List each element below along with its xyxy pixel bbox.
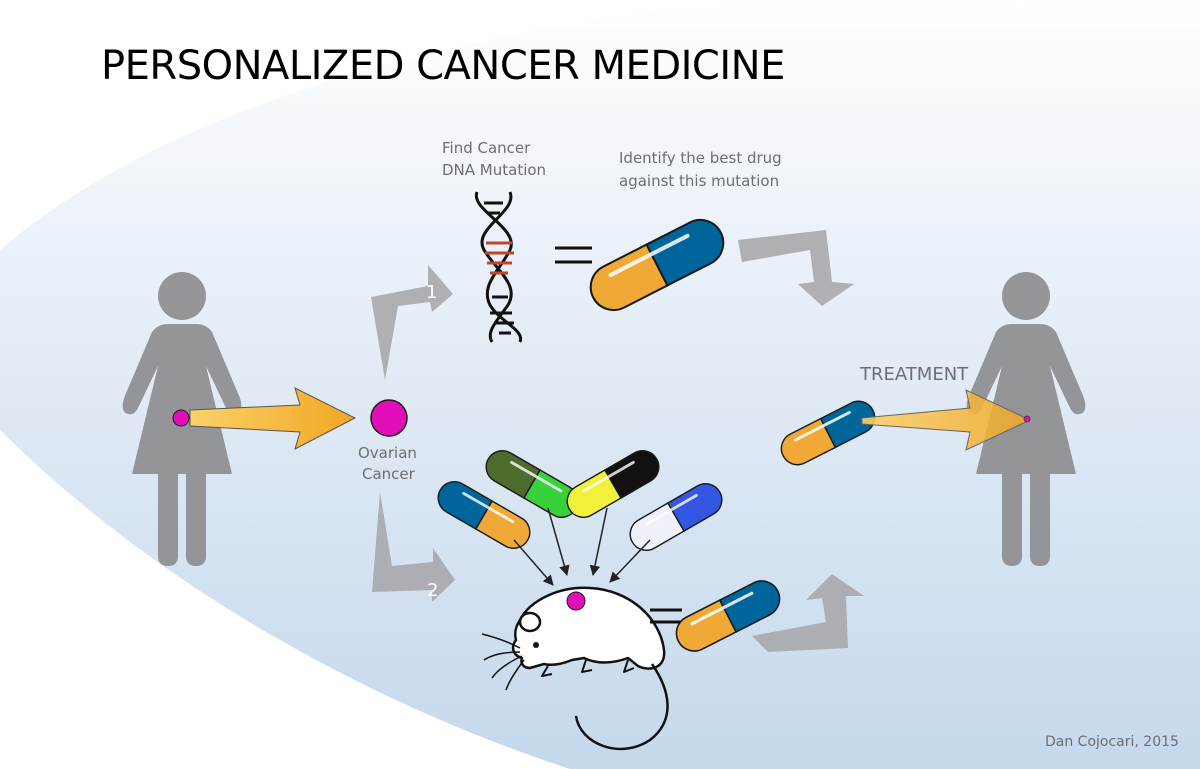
credit-label: Dan Cojocari, 2015 xyxy=(1045,734,1179,750)
step-2-label: 2 xyxy=(427,580,438,601)
treated-tumor-dot-icon xyxy=(1023,415,1031,423)
candidate-pill-yellow-black-icon xyxy=(566,450,660,518)
dna-helix-icon xyxy=(474,191,523,343)
treatment-label: TREATMENT xyxy=(859,364,969,385)
candidate-pill-green-icon xyxy=(485,450,579,518)
identify-label-line2: against this mutation xyxy=(619,172,779,190)
equals-sign-top xyxy=(555,246,592,264)
find-cancer-label-line2: DNA Mutation xyxy=(442,161,546,179)
step-1-label: 1 xyxy=(426,282,437,303)
top-right-arrow-icon xyxy=(738,230,854,306)
find-cancer-label-line1: Find Cancer xyxy=(442,139,531,157)
equals-sign-bottom xyxy=(650,608,682,624)
tumor-dot-icon xyxy=(172,409,190,427)
path-2-arrow-icon xyxy=(372,492,455,602)
mouse-icon xyxy=(481,586,669,751)
gold-arrow-icon xyxy=(189,387,357,450)
candidate-pill-white-blue-icon xyxy=(629,483,723,551)
treatment-gold-arrow-icon xyxy=(861,389,1032,451)
ovarian-label-line1: Ovarian xyxy=(358,444,417,462)
bottom-right-arrow-icon xyxy=(752,574,864,652)
page-title: PERSONALIZED CANCER MEDICINE xyxy=(101,43,785,89)
ovarian-label-line2: Cancer xyxy=(362,465,416,483)
path-1-arrow-icon xyxy=(371,265,453,380)
candidate-pill-blue-orange-icon xyxy=(437,481,531,549)
mouse-tumor-dot-icon xyxy=(566,591,586,611)
convergence-arrows xyxy=(513,507,651,586)
ovarian-tumor-icon xyxy=(370,399,408,437)
identify-label-line1: Identify the best drug xyxy=(619,149,782,167)
